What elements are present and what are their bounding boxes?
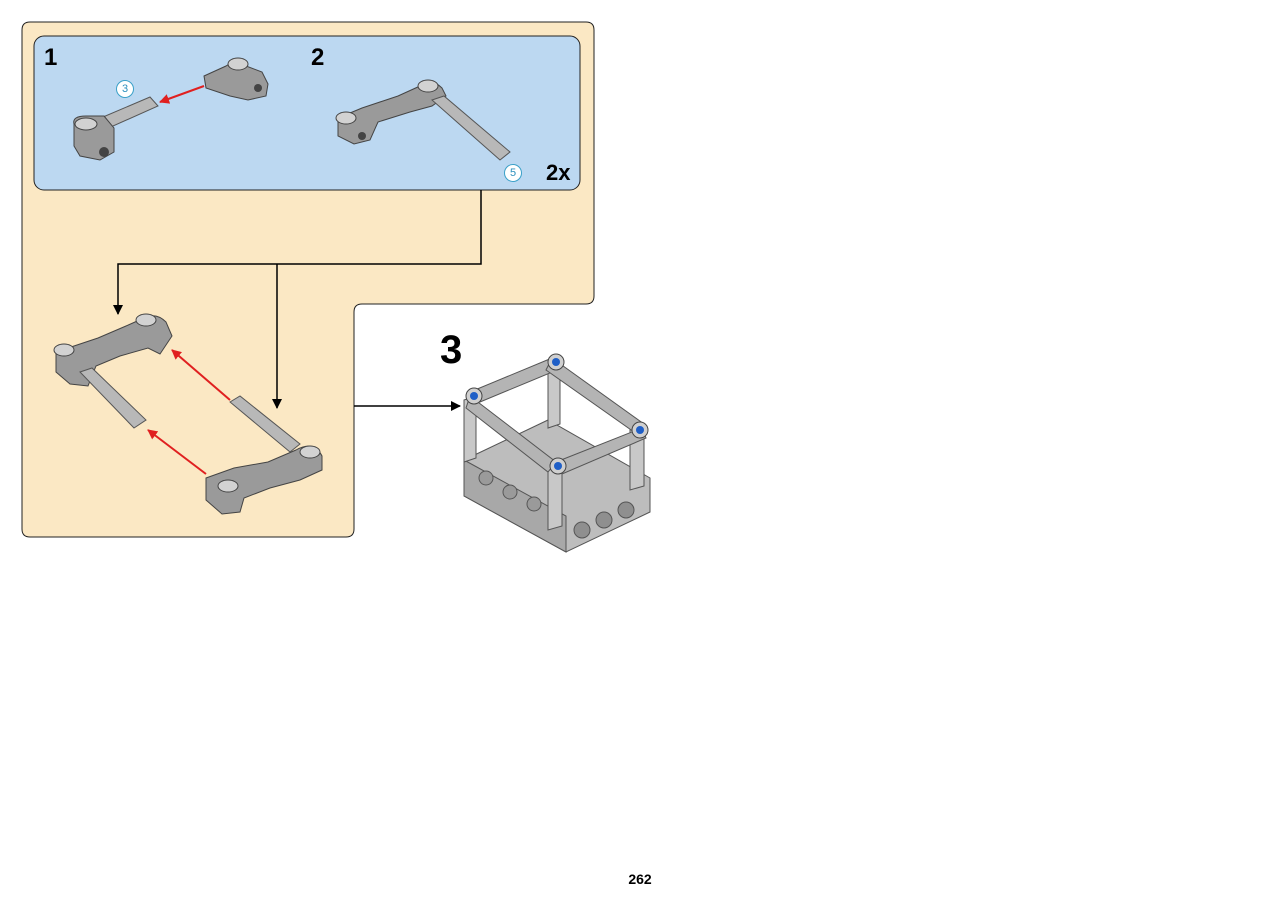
axle-length-badge-5: 5 bbox=[504, 164, 522, 182]
frame-assembly bbox=[53, 313, 323, 515]
step2-part bbox=[335, 79, 511, 161]
page-number: 262 bbox=[628, 871, 652, 887]
step-number-2: 2 bbox=[311, 44, 325, 71]
step-2-multiplier: 2x bbox=[546, 160, 571, 185]
axle-length-badge-3: 3 bbox=[116, 80, 134, 98]
substep-box bbox=[33, 35, 581, 191]
step-number-1: 1 bbox=[44, 44, 58, 71]
step3-frame bbox=[463, 353, 651, 553]
step-number-3: 3 bbox=[440, 328, 463, 372]
step1-parts bbox=[73, 57, 269, 161]
connector-lines bbox=[113, 190, 482, 409]
